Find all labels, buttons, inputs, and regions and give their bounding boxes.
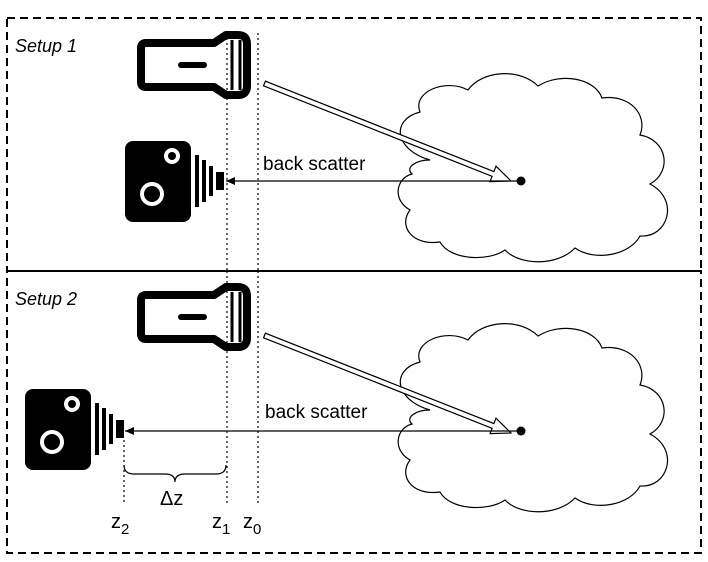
scatter-point — [516, 176, 526, 186]
light-beam-arrow — [262, 80, 513, 183]
z0-label: z0 — [243, 511, 261, 538]
setup-2-backscatter-label: back scatter — [265, 402, 368, 423]
scatter-point — [516, 426, 526, 436]
setup-2-title: Setup 2 — [15, 289, 77, 309]
light-beam-arrow — [262, 332, 513, 435]
setup-1-frame — [6, 17, 702, 272]
setup-1-title: Setup 1 — [15, 36, 77, 56]
camera-icon — [125, 141, 224, 222]
cloud-icon — [397, 323, 668, 513]
setup-2-panel: Setup 2 back s — [6, 270, 702, 554]
setup-2-frame — [6, 270, 702, 554]
setup-1-panel: Setup 1 back scatte — [6, 17, 702, 272]
z1-label: z1 — [212, 511, 230, 538]
flashlight-icon — [137, 283, 251, 351]
cloud-icon — [397, 73, 668, 263]
camera-icon — [25, 389, 124, 470]
z2-label: z2 — [111, 511, 129, 538]
delta-z-label: Δz — [160, 488, 183, 510]
flashlight-icon — [137, 31, 251, 99]
setup-1-backscatter-label: back scatter — [263, 154, 366, 175]
delta-z-brace — [123, 464, 227, 483]
